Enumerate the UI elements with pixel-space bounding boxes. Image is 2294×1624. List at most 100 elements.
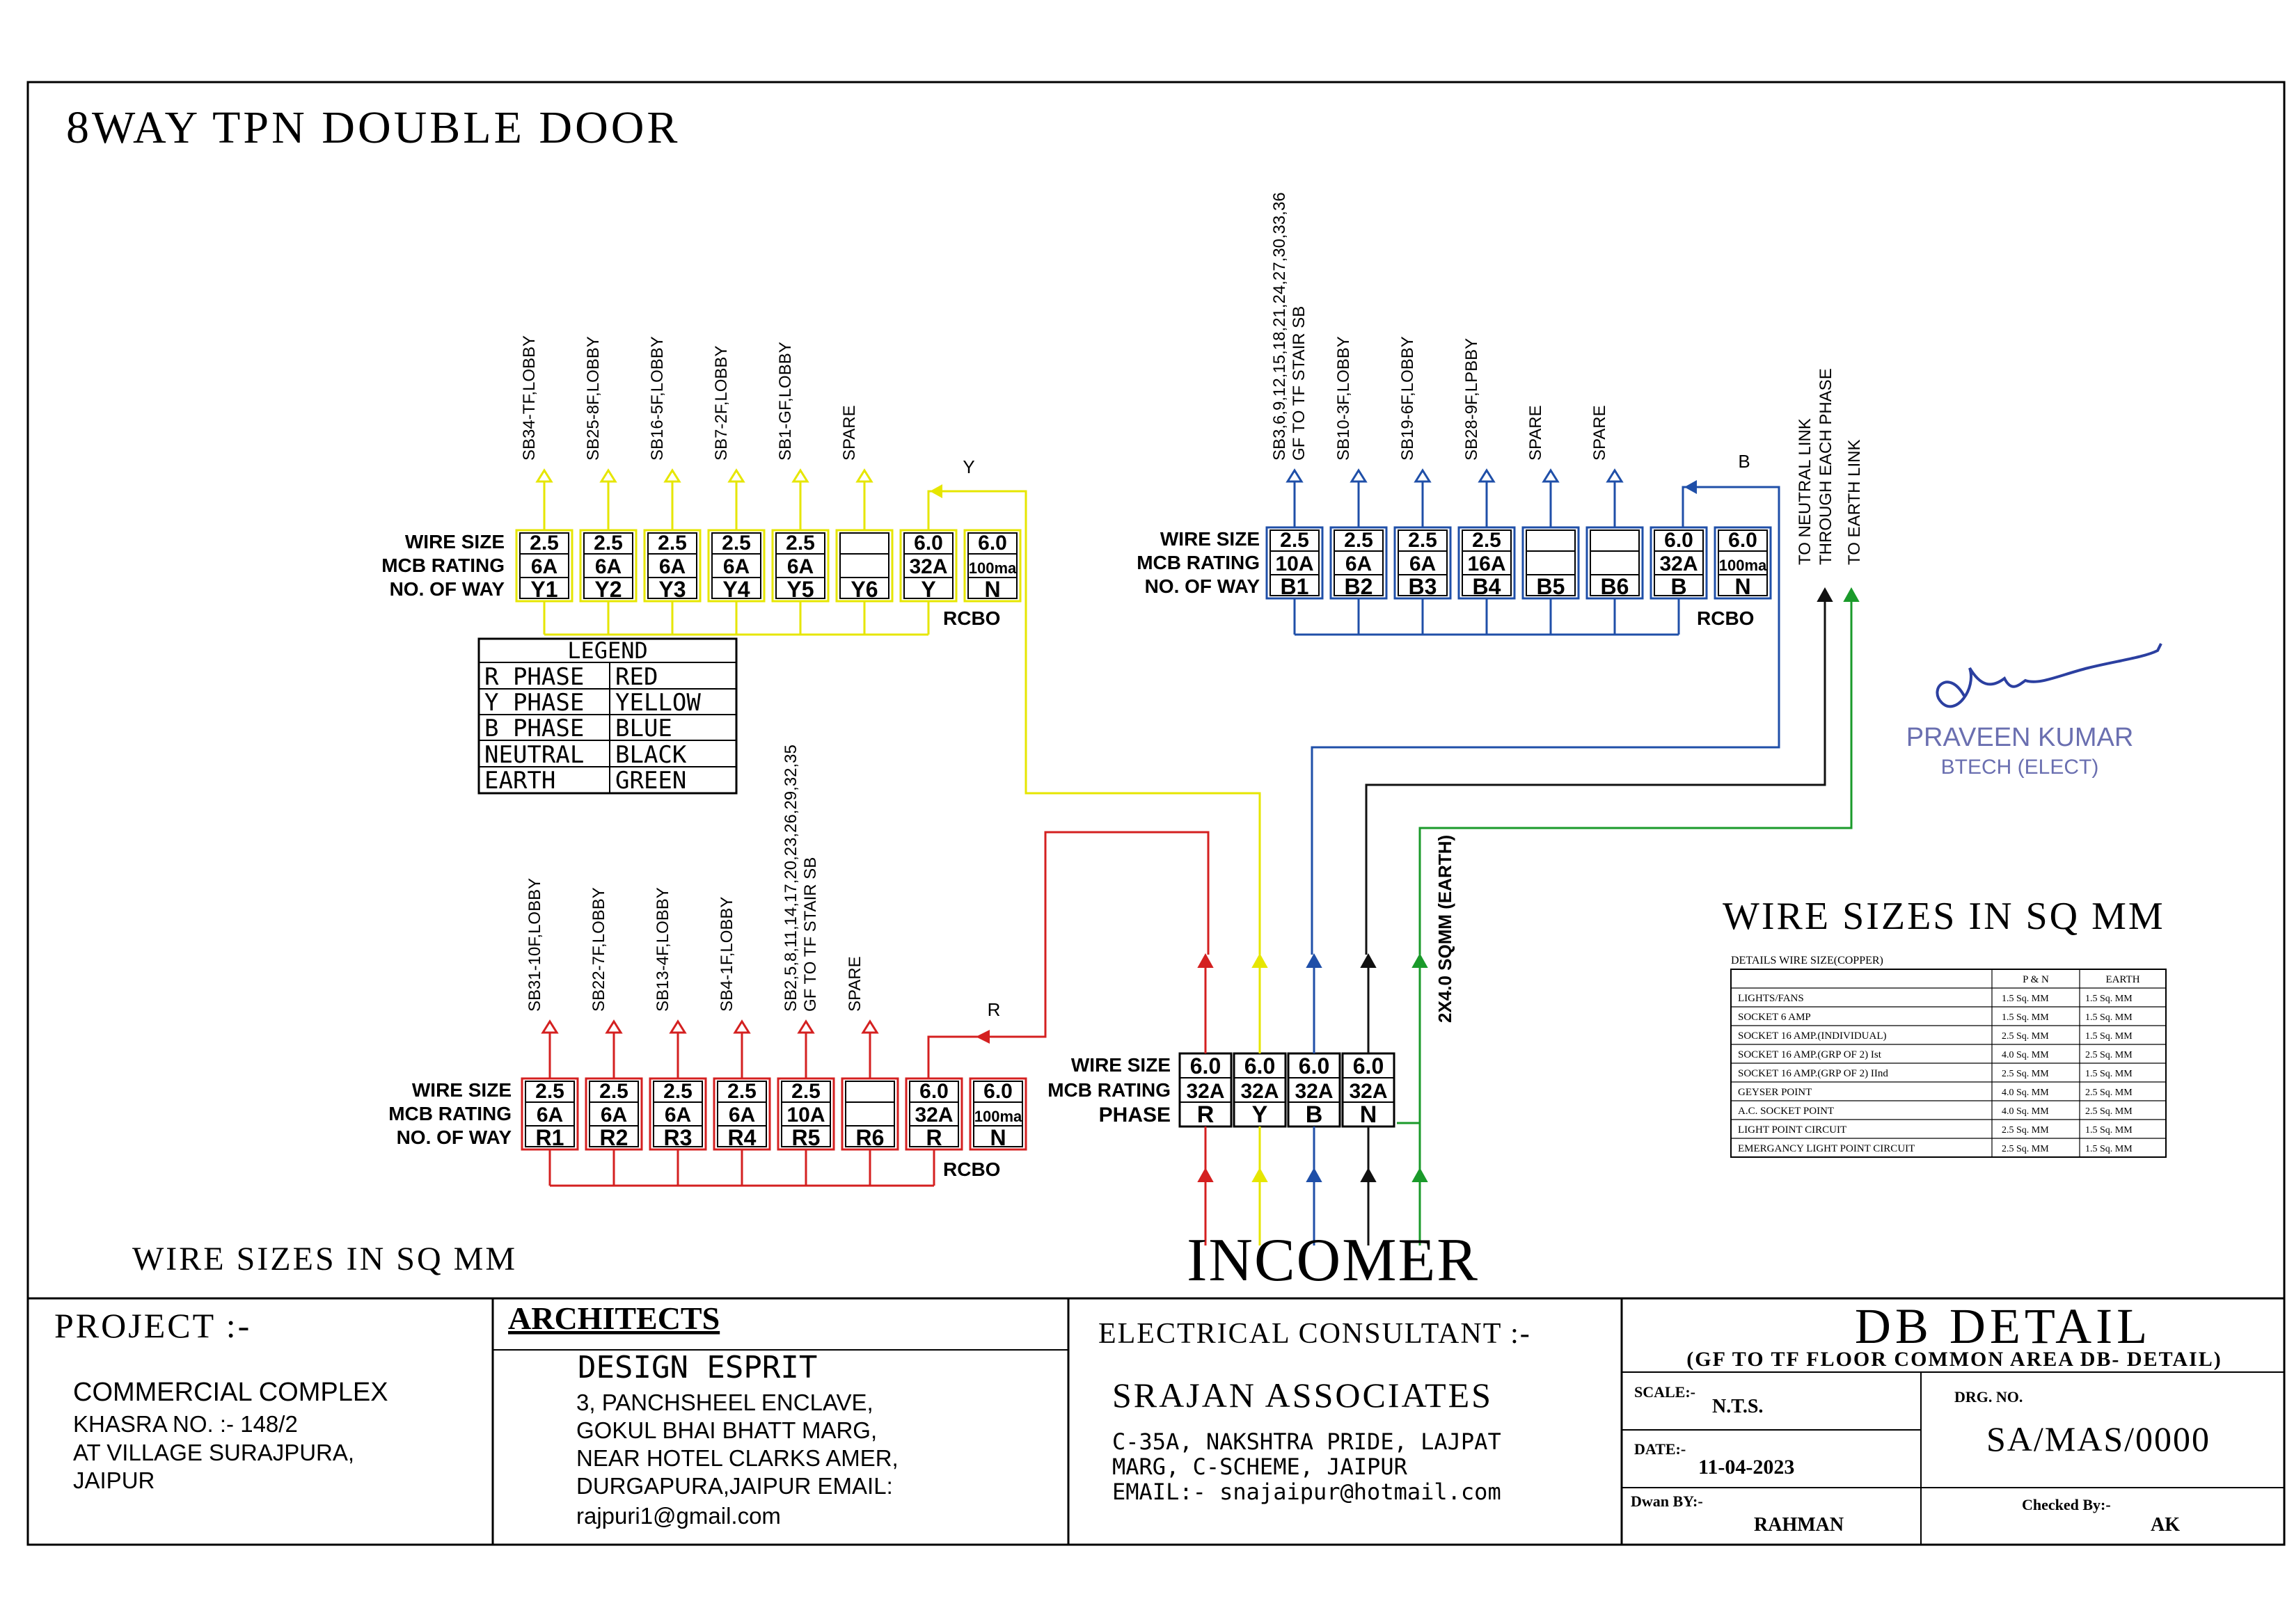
wire-size-value: 2.5	[1472, 529, 1501, 552]
wire-sizes-header-earth: EARTH	[2105, 974, 2139, 985]
mcb-inner-box	[589, 1081, 639, 1147]
mcb-inner-box	[519, 532, 569, 599]
wire-size-value: 2.5	[535, 1080, 564, 1103]
mcb-inner-box	[1269, 530, 1320, 596]
wire-sizes-row-pn: 4.0 Sq. MM	[2002, 1050, 2049, 1060]
legend-row-b-key: B PHASE	[484, 715, 584, 742]
mcb-rating-value: 10A	[786, 1104, 825, 1127]
feeder-arrow-icon	[1286, 468, 1304, 483]
feeder-arrow-icon	[797, 1019, 815, 1034]
feeder-arrow-icon	[1542, 468, 1560, 483]
wire-size-row-label: WIRE SIZE	[405, 531, 505, 552]
mcb-rating-value: 6A	[665, 1104, 691, 1127]
neutral-link-label-2: THROUGH EACH PHASE	[1817, 368, 1835, 565]
wire-sizes-row-earth: 1.5 Sq. MM	[2085, 1012, 2133, 1023]
yellow-feed-arrow-icon	[930, 484, 942, 498]
mcb-rating-value: 6A	[601, 1104, 627, 1127]
incomer-mcb-rating-label: MCB RATING	[1047, 1079, 1171, 1101]
rcbo-label: RCBO	[943, 1159, 1000, 1180]
wire-sizes-row-label: LIGHTS/FANS	[1738, 993, 1804, 1004]
wire-sizes-row-earth: 2.5 Sq. MM	[2085, 1088, 2133, 1098]
feeder-arrow-icon	[861, 1019, 879, 1034]
feeder-description: SB25-8F,LOBBY	[584, 336, 603, 461]
feeder-arrow-icon	[733, 1019, 751, 1034]
yellow-phase-tag: Y	[963, 456, 974, 477]
way-number: N	[990, 1125, 1006, 1150]
incomer-wire-size: 6.0	[1299, 1053, 1329, 1078]
way-number: N	[1734, 574, 1750, 599]
incomer-label: INCOMER	[1187, 1227, 1479, 1294]
wire-sizes-row-label: A.C. SOCKET POINT	[1738, 1106, 1834, 1117]
blue-feed-arrow-icon	[1684, 480, 1697, 494]
incomer-phase: N	[1360, 1101, 1377, 1128]
no-of-way-row-label: NO. OF WAY	[397, 1127, 512, 1148]
feeder-description: SB3,6,9,12,15,18,21,24,27,30,33,36	[1270, 192, 1289, 461]
way-number: R5	[792, 1125, 821, 1150]
feeder-description: SPARE	[1526, 405, 1545, 461]
mcb-inner-box	[903, 532, 954, 599]
legend-row-n-val: BLACK	[615, 741, 687, 769]
feeder-arrow-icon	[727, 468, 745, 483]
mcb-rating-value: 6A	[1409, 552, 1436, 575]
wire-sizes-footer: WIRE SIZES IN SQ MM	[132, 1241, 517, 1277]
feeder-arrow-icon	[663, 468, 681, 483]
neutral-link-label-1: TO NEUTRAL LINK	[1796, 418, 1814, 565]
mcb-inner-box	[653, 1081, 703, 1147]
incomer-bottom-arrow-icon	[1306, 1167, 1322, 1182]
incomer-bottom-arrow-icon	[1197, 1167, 1214, 1182]
drawing-title: 8WAY TPN DOUBLE DOOR	[66, 102, 680, 153]
mcb-way-box	[969, 1077, 1027, 1151]
mcb-rating-value: 6A	[659, 555, 686, 578]
wire-sizes-row-label: LIGHT POINT CIRCUIT	[1738, 1124, 1846, 1136]
db-title: DB DETAIL	[1855, 1298, 2151, 1354]
drg-label: DRG. NO.	[1954, 1388, 2023, 1406]
way-number: R1	[536, 1125, 564, 1150]
architects-name: DESIGN ESPRIT	[578, 1350, 817, 1385]
incomer-wire-size: 6.0	[1353, 1053, 1384, 1078]
earth-link-arrow-icon	[1843, 587, 1860, 602]
no-of-way-row-label: NO. OF WAY	[390, 578, 505, 600]
incomer-mcb-rating: 32A	[1240, 1080, 1279, 1103]
earth-feed-line	[1418, 600, 1853, 955]
project-line-3: AT VILLAGE SURAJPURA,	[73, 1440, 354, 1465]
mcb-rating-value: 32A	[915, 1104, 953, 1127]
way-number: R4	[728, 1125, 757, 1150]
legend-row-y-key: Y PHASE	[484, 689, 584, 717]
wire-sizes-table: WIRE SIZES IN SQ MM DETAILS WIRE SIZE(CO…	[1723, 895, 2167, 1158]
wire-sizes-row-pn: 2.5 Sq. MM	[2002, 1031, 2049, 1042]
architects-label: ARCHITECTS	[508, 1300, 720, 1336]
wire-size-row-label: WIRE SIZE	[1160, 528, 1260, 550]
feeder-description: SB7-2F,LOBBY	[712, 346, 731, 461]
neutral-feed-line	[1365, 600, 1826, 955]
no-of-way-row-label: NO. OF WAY	[1145, 575, 1260, 597]
wire-size-value: 2.5	[663, 1080, 693, 1103]
wire-size-value: 2.5	[594, 532, 623, 555]
scale-label: SCALE:-	[1634, 1383, 1695, 1401]
wire-size-value: 2.5	[658, 532, 687, 555]
feeder-arrow-icon	[1350, 468, 1368, 483]
feeder-arrow-icon	[599, 468, 617, 483]
wire-size-value: 2.5	[727, 1080, 757, 1103]
feeder-arrow-icon	[1414, 468, 1432, 483]
mcb-inner-box	[583, 532, 633, 599]
architects-line-3: NEAR HOTEL CLARKS AMER,	[576, 1445, 899, 1471]
yellow-feed-line	[927, 490, 1261, 955]
mcb-rating-value: 100ma	[969, 559, 1017, 577]
feeder-description: SB13-4F,LOBBY	[654, 887, 672, 1012]
feeder-description: SB2,5,8,11,14,17,20,23,26,29,32,35	[782, 745, 800, 1012]
way-number: N	[984, 577, 1000, 602]
incomer-mcb-rating: 32A	[1186, 1080, 1224, 1103]
wire-sizes-row-pn: 2.5 Sq. MM	[2002, 1069, 2049, 1079]
way-number: Y3	[658, 577, 686, 602]
feeder-description: SB16-5F,LOBBY	[648, 336, 667, 461]
legend-table: LEGEND R PHASE RED Y PHASE YELLOW B PHAS…	[477, 637, 738, 795]
wire-sizes-row-pn: 4.0 Sq. MM	[2002, 1088, 2049, 1098]
wire-size-value: 2.5	[722, 532, 751, 555]
feeder-description: SB22-7F,LOBBY	[590, 887, 608, 1012]
rcbo-label: RCBO	[943, 607, 1000, 629]
way-number: B5	[1537, 574, 1565, 599]
mcb-rating-value: 100ma	[1719, 557, 1767, 574]
way-number: R6	[856, 1125, 885, 1150]
